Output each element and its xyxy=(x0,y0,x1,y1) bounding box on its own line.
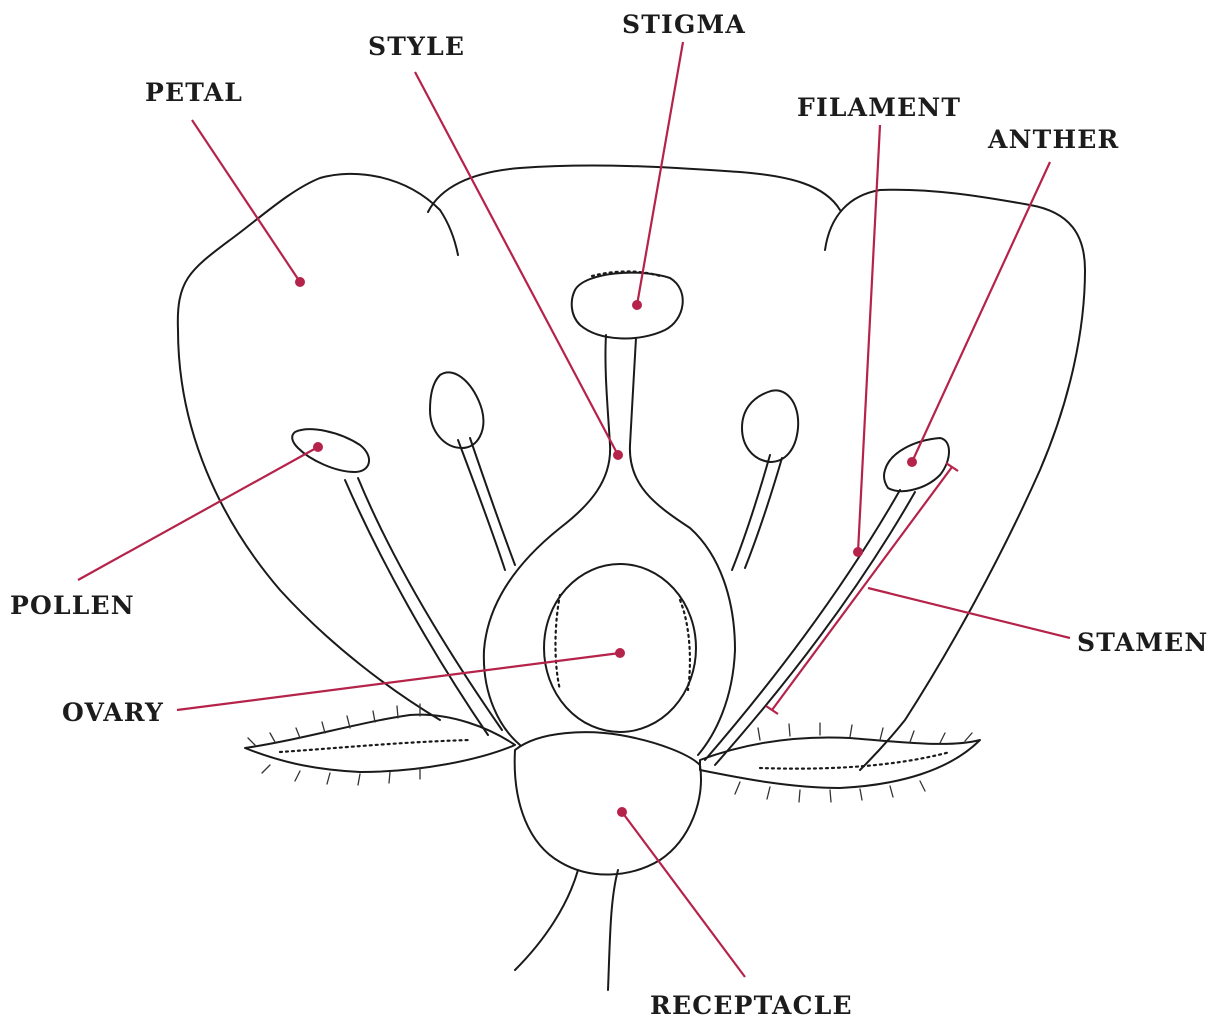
dot-style xyxy=(613,450,623,460)
dot-filament xyxy=(853,547,863,557)
label-stamen: STAMEN xyxy=(1077,630,1208,655)
stigma-shape xyxy=(572,273,683,339)
sepal-left xyxy=(245,715,515,772)
anther-left-outer xyxy=(292,429,369,472)
sepal-left-vein xyxy=(280,740,470,752)
leader-pollen xyxy=(78,447,318,580)
petal-outline xyxy=(178,165,1085,770)
pistil-outline xyxy=(484,335,735,755)
stamen-bracket-cap-top xyxy=(946,463,958,471)
dot-stigma xyxy=(632,300,642,310)
leader-anther xyxy=(912,162,1050,462)
dot-anther xyxy=(907,457,917,467)
dot-pollen xyxy=(313,442,323,452)
leader-stamen xyxy=(868,588,1070,638)
anther-left-inner xyxy=(430,372,483,448)
label-style: STYLE xyxy=(368,34,465,59)
sepal-right-vein xyxy=(760,752,950,769)
label-ovary: OVARY xyxy=(62,700,164,725)
label-petal: PETAL xyxy=(145,80,243,105)
label-receptacle: RECEPTACLE xyxy=(650,993,853,1018)
leader-stigma xyxy=(637,42,683,305)
anther-right-inner xyxy=(742,390,798,462)
dot-ovary xyxy=(615,648,625,658)
petal-left-edge xyxy=(178,330,440,720)
label-anther: ANTHER xyxy=(988,127,1120,152)
dot-petal xyxy=(295,277,305,287)
label-pollen: POLLEN xyxy=(10,593,135,618)
stamen-bracket-cap-bottom xyxy=(766,706,778,714)
ovary-dots xyxy=(555,595,689,690)
sepal-right xyxy=(700,737,980,788)
dot-receptacle xyxy=(617,807,627,817)
stamen-bracket xyxy=(772,467,952,710)
stamen-right-outer-filament xyxy=(705,490,915,765)
leader-style xyxy=(415,72,618,455)
leader-filament xyxy=(858,125,880,552)
sepal-right-hairs xyxy=(735,723,972,802)
receptacle-shape xyxy=(515,732,701,874)
stamen-left-inner-filament xyxy=(458,438,515,570)
stamen-left-outer-filament xyxy=(345,478,502,735)
label-stigma: STIGMA xyxy=(622,12,746,37)
leader-lines xyxy=(78,42,1070,977)
stamen-right-inner-filament xyxy=(732,455,782,570)
label-filament: FILAMENT xyxy=(797,95,961,120)
stalk xyxy=(515,870,618,990)
leader-ovary xyxy=(177,653,620,710)
